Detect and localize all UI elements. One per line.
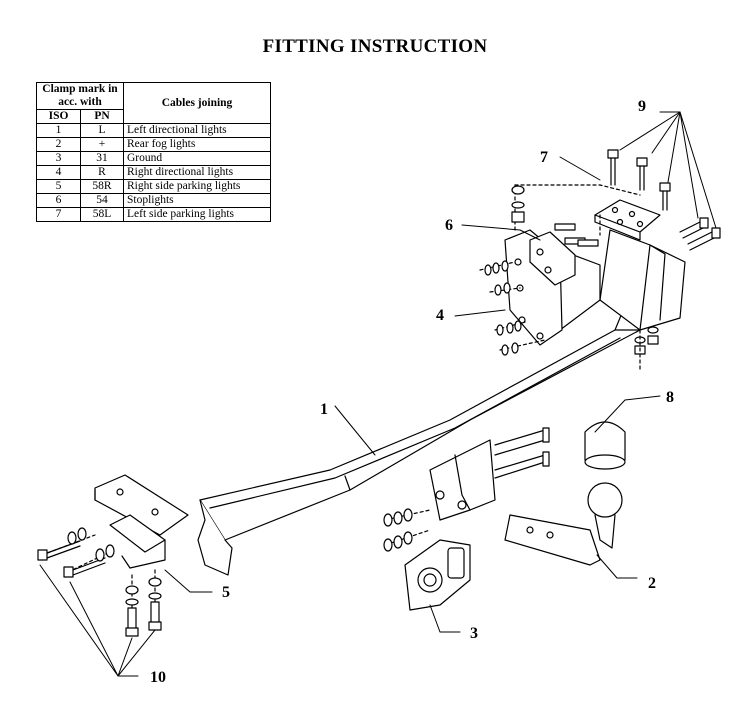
top-bolt-set	[511, 149, 721, 371]
callout-2: 2	[648, 575, 656, 592]
iso-cell: 7	[35, 207, 82, 222]
right-side-bracket-plates	[504, 229, 576, 346]
callout-3: 3	[470, 625, 478, 642]
cable-cell: Right side parking lights	[123, 179, 271, 194]
table-row: 2+Rear fog lights	[35, 137, 271, 152]
callout-5: 5	[222, 584, 230, 601]
callout-4: 4	[436, 307, 444, 324]
callout-10: 10	[150, 669, 166, 686]
leader-lines	[39, 111, 717, 677]
clamp-mark-header: Clamp mark in acc. with	[36, 82, 124, 110]
top-mounting-plate	[514, 184, 661, 241]
right-bracket-bolts	[479, 223, 599, 356]
pn-header: PN	[80, 109, 124, 124]
page-title: FITTING INSTRUCTION	[262, 36, 488, 57]
callout-6: 6	[445, 217, 453, 234]
callout-8: 8	[666, 389, 674, 406]
socket-plate	[404, 539, 471, 611]
left-bolt-set	[37, 527, 162, 637]
clamp-mark-table: Clamp mark in acc. with Cables joining I…	[35, 82, 271, 222]
pn-cell: 58R	[80, 179, 124, 194]
left-mounting-bracket	[94, 474, 189, 569]
callout-7: 7	[540, 149, 548, 166]
tow-ball-assembly	[504, 421, 626, 566]
towbar-crossbar	[197, 229, 686, 576]
cable-cell: Left side parking lights	[123, 207, 271, 222]
callout-1: 1	[320, 401, 328, 418]
callout-9: 9	[638, 98, 646, 115]
ball-mount-bracket	[383, 427, 550, 552]
